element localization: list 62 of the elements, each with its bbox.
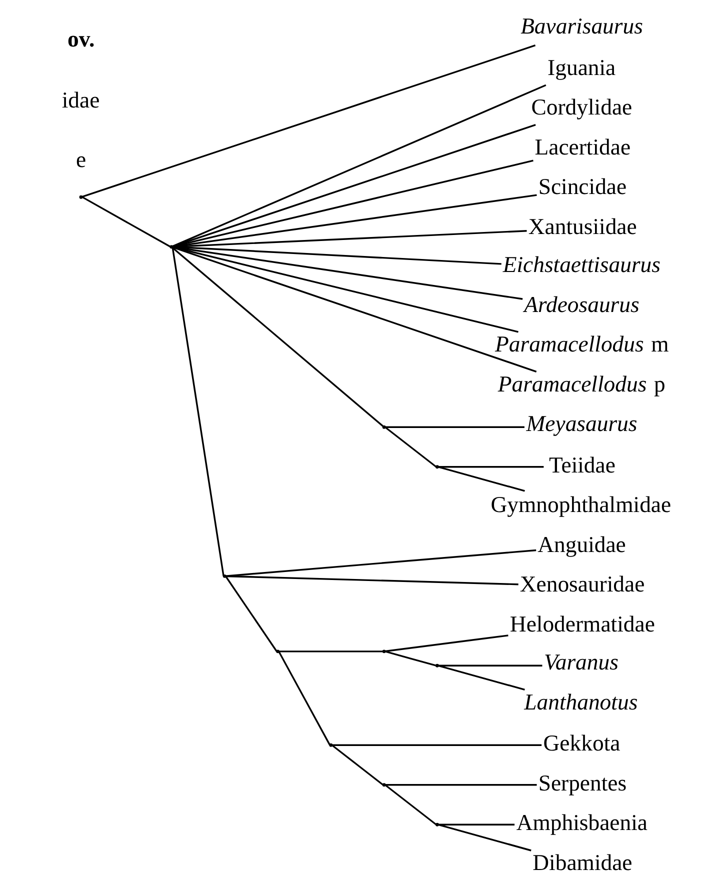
node-text: Eichstaettisaurus [502, 252, 660, 278]
connector [384, 650, 436, 666]
node-point [435, 664, 438, 668]
node-text: Gekkota [542, 730, 620, 756]
node-text: Lacertidae [534, 134, 630, 160]
node-text: Bavarisaurus [520, 14, 642, 39]
node-text: Gymnophthalmidae [490, 492, 671, 518]
node-point [169, 245, 173, 249]
node-text: Xantusiidae [528, 214, 636, 239]
connector [384, 426, 524, 428]
node-text: Varanus [544, 650, 618, 675]
node-text: Scincidae [538, 174, 626, 200]
connector [224, 576, 277, 652]
connector [278, 650, 383, 652]
node-text: Ardeosaurus [524, 292, 639, 317]
node-text: Iguania [547, 54, 616, 80]
connector [384, 426, 436, 468]
connector [171, 246, 224, 576]
node-point [435, 822, 438, 826]
connector [384, 634, 508, 652]
connector [225, 549, 536, 577]
connector [331, 744, 383, 786]
node-text: Serpentes [538, 770, 626, 796]
connector [384, 784, 536, 786]
node-point [276, 650, 279, 654]
connector [438, 664, 542, 666]
label: e [76, 147, 86, 172]
node-text: Teiidae [548, 452, 615, 478]
node-point [435, 465, 438, 469]
connector [225, 575, 518, 586]
node-text: Xenosauridae [519, 572, 644, 597]
connector [438, 466, 524, 492]
connector [438, 664, 524, 691]
connector [438, 824, 531, 852]
connector [171, 247, 383, 427]
node-text: Lanthanotus [524, 689, 638, 714]
connector [172, 246, 536, 372]
node-text: Anguidae [537, 532, 626, 557]
connector [172, 124, 536, 248]
node-text: Dibamidae [532, 850, 632, 875]
node-point [78, 195, 82, 199]
node-point [382, 783, 386, 787]
connector [332, 744, 542, 746]
node-text: Paramacellodus p [497, 371, 665, 396]
connector [172, 84, 546, 248]
connector [438, 824, 514, 826]
node-text: Meyasaurus [526, 411, 637, 436]
connector [384, 784, 436, 826]
node-point [328, 743, 332, 747]
node-text: Amphisbaenia [516, 810, 647, 836]
connector [278, 651, 330, 746]
node-text: Cordylidae [530, 94, 632, 120]
connector [82, 44, 536, 198]
node-point [222, 574, 226, 578]
node-text: Helodermatidae [509, 611, 654, 636]
node-text: Paramacellodus m [494, 332, 668, 357]
label: idae [61, 87, 100, 112]
node-point [382, 650, 386, 654]
label: ov. [67, 26, 94, 52]
connector [82, 196, 170, 248]
connector [438, 466, 544, 468]
node-point [382, 425, 386, 429]
